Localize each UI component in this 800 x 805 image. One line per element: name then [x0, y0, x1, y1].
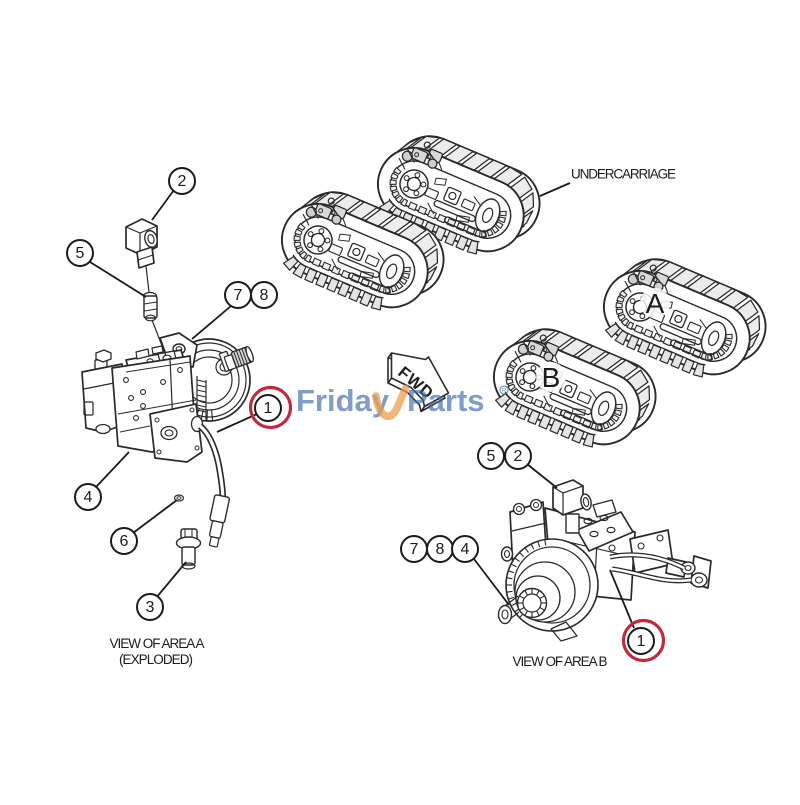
svg-text:UNDERCARRIAGE: UNDERCARRIAGE [571, 167, 676, 182]
svg-text:(EXPLODED): (EXPLODED) [119, 652, 193, 667]
svg-text:8: 8 [436, 541, 445, 558]
svg-text:8: 8 [260, 287, 269, 304]
svg-text:5: 5 [76, 245, 85, 262]
svg-text:B: B [542, 362, 561, 393]
svg-text:4: 4 [84, 489, 93, 506]
svg-text:1: 1 [264, 400, 273, 417]
svg-text:A: A [646, 288, 665, 319]
svg-text:3: 3 [146, 599, 155, 616]
svg-text:5: 5 [487, 448, 496, 465]
svg-text:2: 2 [514, 448, 523, 465]
svg-text:Parts: Parts [407, 383, 485, 418]
svg-text:1: 1 [637, 633, 646, 650]
svg-text:4: 4 [461, 541, 470, 558]
svg-text:2: 2 [178, 173, 187, 190]
svg-text:6: 6 [120, 533, 129, 550]
svg-text:VIEW OF AREA A: VIEW OF AREA A [110, 636, 205, 651]
svg-text:VIEW OF AREA B: VIEW OF AREA B [513, 654, 608, 669]
svg-text:7: 7 [410, 541, 419, 558]
svg-text:R: R [502, 389, 507, 395]
svg-text:7: 7 [234, 287, 243, 304]
